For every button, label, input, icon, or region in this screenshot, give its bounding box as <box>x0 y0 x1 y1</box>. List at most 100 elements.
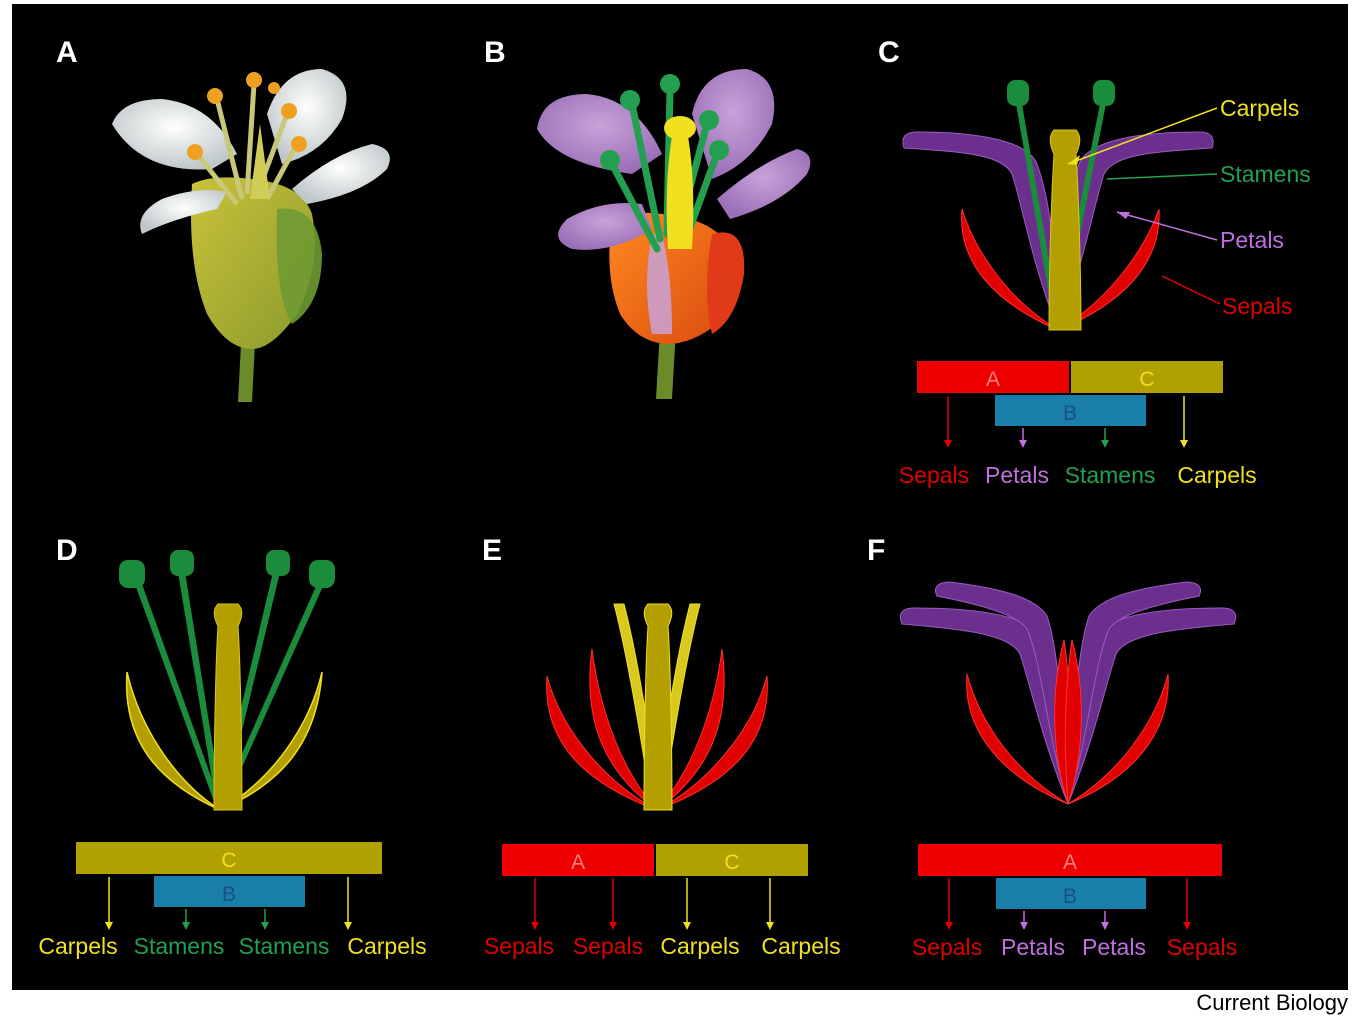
panel-d-label: D <box>56 534 78 567</box>
d-stamen-1-filament <box>135 584 223 810</box>
f-bar-a-label: A <box>1063 851 1077 874</box>
panel-e: E A C Sepals <box>482 534 841 959</box>
e-sepal-outer-left <box>546 675 658 811</box>
e-bar-a <box>502 844 654 876</box>
d-stamen-2-filament <box>178 572 223 810</box>
e-sepal-outer-right <box>656 675 768 811</box>
d-bar-c-label: C <box>221 849 236 872</box>
flower-b-stigma <box>664 116 696 140</box>
c-output-sepals: Sepals <box>899 462 969 488</box>
flower-a-sepal <box>276 208 322 324</box>
c-bar-c <box>1071 361 1223 393</box>
d-output-stamens-2: Stamens <box>239 933 330 959</box>
c-bar-c-label: C <box>1139 368 1154 391</box>
e-output-sepals-2: Sepals <box>573 933 643 959</box>
panel-f: F A B <box>867 534 1237 960</box>
e-central-carpel <box>643 603 673 811</box>
f-sepal-outer-left <box>966 673 1069 805</box>
flower-b-calyx <box>609 212 731 344</box>
c-callout-petals: Petals <box>1220 227 1284 253</box>
flower-b-anthers <box>600 74 729 170</box>
d-stamen-2-anther <box>170 550 194 576</box>
figure-canvas: A B <box>12 4 1348 990</box>
c-callout-carpels: Carpels <box>1220 95 1299 121</box>
flower-b-carpel <box>666 136 694 249</box>
f-petal-inner-right <box>1067 581 1201 805</box>
abc-bars-c: A C B Sepals Petals Stamens Carpels <box>899 361 1257 488</box>
c-callout-line-petals <box>1116 211 1218 241</box>
d-central-carpel <box>213 603 243 811</box>
f-output-petals-1: Petals <box>1001 934 1065 960</box>
f-bar-b <box>996 878 1146 909</box>
flower-a-petal-lower <box>140 190 227 234</box>
c-callout-arrow-petals <box>1117 212 1130 219</box>
c-callout-line-stamens <box>1106 173 1218 180</box>
c-bar-b <box>995 395 1146 426</box>
panel-a-label: A <box>56 36 78 69</box>
e-bar-c <box>656 844 808 876</box>
d-output-carpels-1: Carpels <box>38 933 117 959</box>
panel-c: C Carpels Stamens Petals Sepals <box>878 36 1311 488</box>
d-stamen-4-anther <box>309 560 335 588</box>
flower-a-petal-top <box>267 69 347 164</box>
floral-diagram-c: Carpels Stamens Petals Sepals <box>902 80 1311 331</box>
flower-a-petal-right <box>292 144 390 204</box>
figure-svg: A B <box>38 36 1311 960</box>
panel-b-label: B <box>484 36 506 69</box>
abc-bars-f: A B Sepals Petals Petals Sepals <box>912 844 1237 960</box>
flower-b-petal-right <box>717 149 811 219</box>
flower-photo-b <box>537 69 811 399</box>
flower-b-sepal <box>707 232 745 334</box>
flower-photo-a <box>112 69 390 402</box>
e-bar-a-label: A <box>571 851 585 874</box>
d-output-arrows <box>105 877 352 930</box>
f-output-petals-2: Petals <box>1082 934 1146 960</box>
panel-f-label: F <box>867 534 885 567</box>
f-bar-b-label: B <box>1063 885 1077 908</box>
panel-a: A <box>56 36 390 402</box>
floral-diagram-d <box>119 550 335 811</box>
flower-b-stem <box>656 329 676 399</box>
panel-d: D C B <box>38 534 426 959</box>
c-sepal-left <box>961 208 1059 331</box>
panel-c-label: C <box>878 36 900 69</box>
c-stamen-right-anther <box>1093 80 1115 106</box>
c-callout-arrow-carpels <box>1068 155 1080 165</box>
c-sepal-right <box>1057 208 1160 331</box>
flower-a-anthers <box>187 72 307 160</box>
f-sepal-center-right <box>1064 639 1082 805</box>
c-callout-line-sepals <box>1161 275 1221 305</box>
floral-diagram-f <box>899 581 1237 805</box>
flower-b-petal-claw <box>647 234 672 334</box>
floral-diagram-e <box>546 603 768 811</box>
c-carpel <box>1048 129 1082 331</box>
d-bar-c <box>76 842 382 874</box>
c-output-stamens: Stamens <box>1065 462 1156 488</box>
f-output-sepals-2: Sepals <box>1167 934 1237 960</box>
c-output-carpels: Carpels <box>1177 462 1256 488</box>
d-outer-carpel-left <box>125 671 221 811</box>
c-callout-sepals: Sepals <box>1222 293 1292 319</box>
e-output-arrows <box>531 878 774 930</box>
c-callout-line-carpels <box>1067 107 1218 165</box>
flower-b-petal-lower <box>558 203 652 250</box>
d-stamen-4-filament <box>217 584 324 810</box>
flower-a-petal-left <box>112 99 237 170</box>
c-bar-a <box>917 361 1069 393</box>
d-output-carpels-2: Carpels <box>347 933 426 959</box>
e-output-carpels-1: Carpels <box>660 933 739 959</box>
f-output-arrows <box>945 878 1191 930</box>
journal-credit: Current Biology <box>1196 990 1348 1015</box>
f-output-sepals-1: Sepals <box>912 934 982 960</box>
e-output-carpels-2: Carpels <box>761 933 840 959</box>
f-bar-a <box>918 844 1222 876</box>
e-sepal-inner-left <box>589 648 658 811</box>
f-sepal-outer-right <box>1067 673 1169 805</box>
d-stamen-3-anther <box>266 550 290 576</box>
c-output-petals: Petals <box>985 462 1049 488</box>
e-bar-c-label: C <box>724 851 739 874</box>
d-bar-b <box>154 876 305 907</box>
c-stamen-left-anther <box>1007 80 1029 106</box>
e-output-sepals-1: Sepals <box>484 933 554 959</box>
e-sepal-inner-right <box>656 648 725 811</box>
